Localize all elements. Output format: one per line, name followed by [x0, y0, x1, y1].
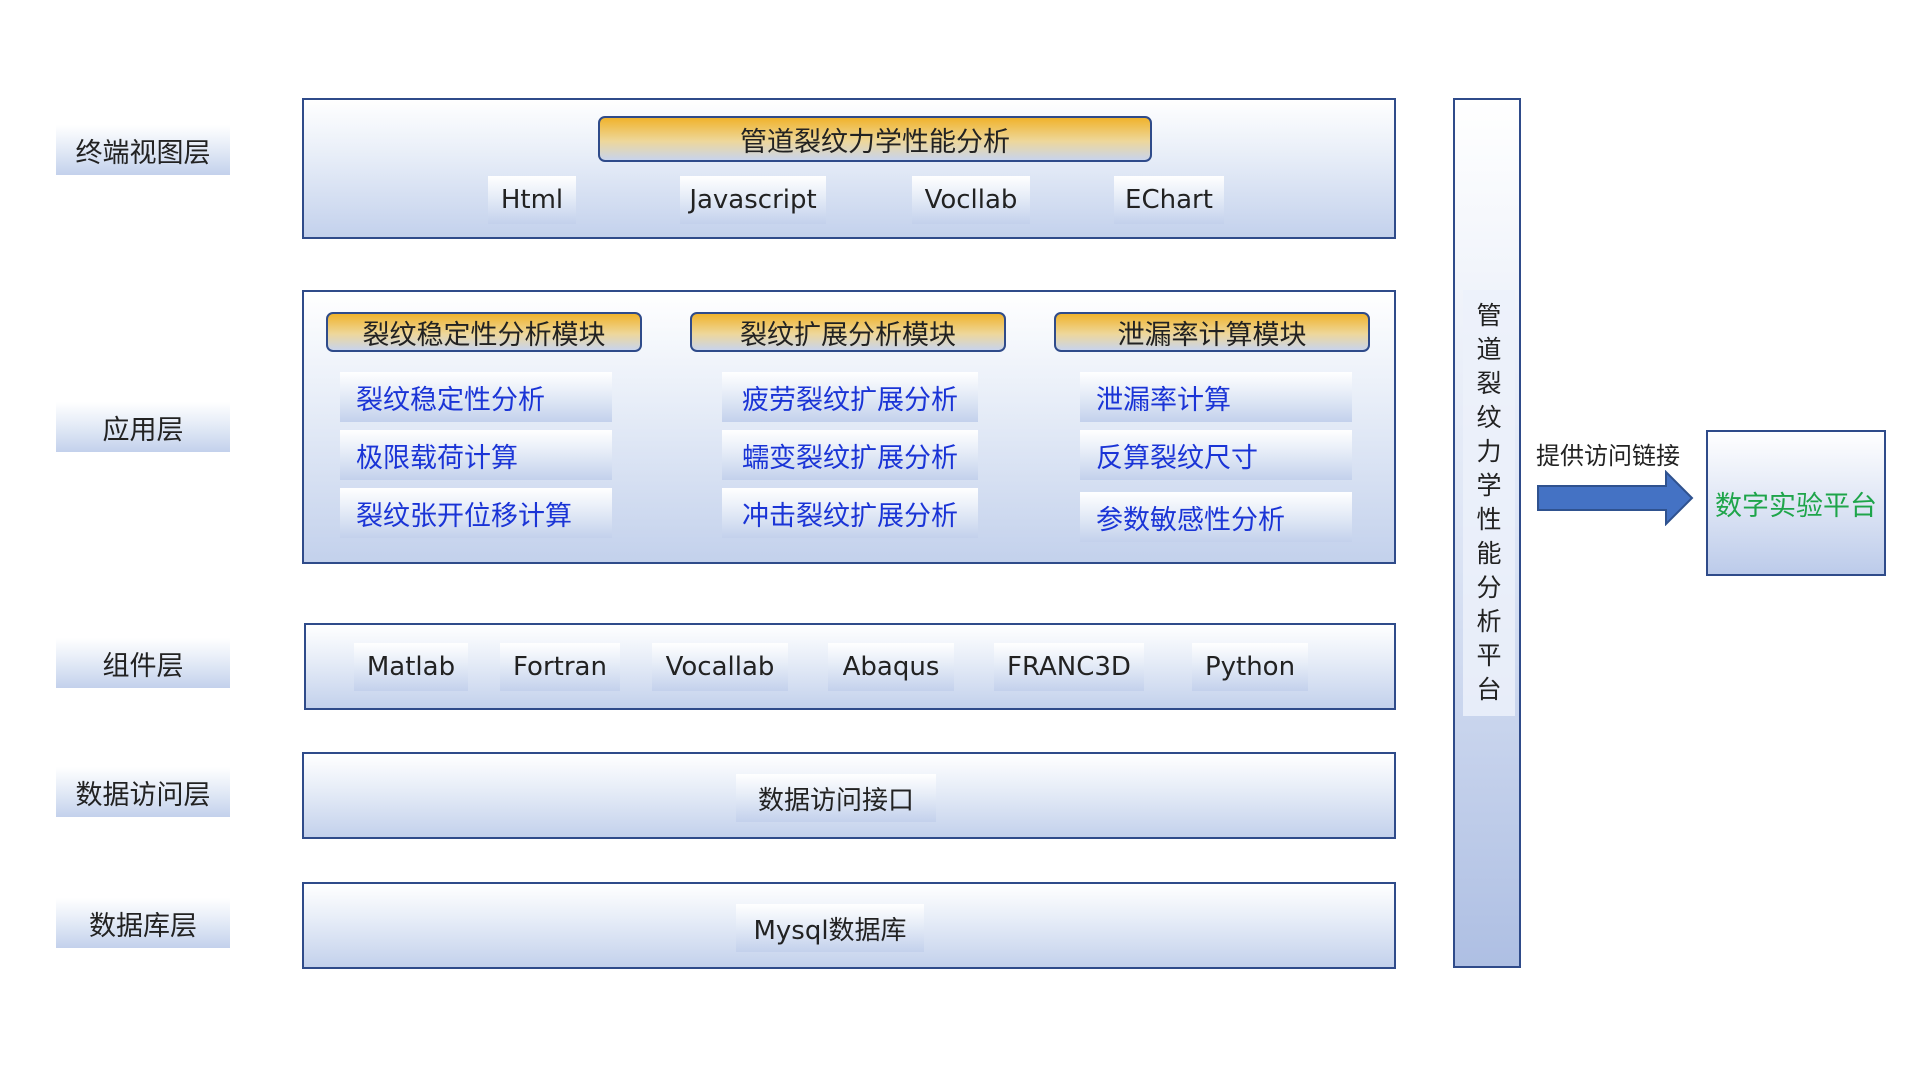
- side-char: 能: [1476, 539, 1502, 568]
- tech-chip-html: Html: [488, 176, 576, 224]
- link-label: 提供访问链接: [1536, 442, 1680, 470]
- layer-label-application: 应用层: [56, 402, 230, 452]
- side-char: 道: [1476, 335, 1502, 364]
- side-char: 学: [1476, 471, 1502, 500]
- module-item-impact: 冲击裂纹扩展分析: [722, 488, 978, 538]
- side-char: 平: [1476, 641, 1502, 670]
- data-access-panel: 数据访问接口: [302, 752, 1396, 839]
- tech-chip-vocllab: Vocllab: [912, 176, 1030, 224]
- tech-chip-echart: EChart: [1114, 176, 1224, 224]
- module-item-creep: 蠕变裂纹扩展分析: [722, 430, 978, 480]
- module-item-fatigue: 疲劳裂纹扩展分析: [722, 372, 978, 422]
- data-access-interface: 数据访问接口: [736, 774, 936, 822]
- layer-label-terminal: 终端视图层: [56, 125, 230, 175]
- module-title-leakage: 泄漏率计算模块: [1054, 312, 1370, 352]
- module-item-leak-rate: 泄漏率计算: [1080, 372, 1352, 422]
- side-char: 纹: [1476, 403, 1502, 432]
- side-platform-bar: 管 道 裂 纹 力 学 性 能 分 析 平 台: [1453, 98, 1521, 968]
- terminal-title: 管道裂纹力学性能分析: [598, 116, 1152, 162]
- side-platform-title: 管 道 裂 纹 力 学 性 能 分 析 平 台: [1463, 290, 1515, 716]
- terminal-panel: 管道裂纹力学性能分析 Html Javascript Vocllab EChar…: [302, 98, 1396, 239]
- side-char: 析: [1476, 607, 1502, 636]
- right-arrow-icon: [1537, 470, 1694, 526]
- component-chip-abaqus: Abaqus: [828, 643, 954, 691]
- application-panel: 裂纹稳定性分析模块 裂纹扩展分析模块 泄漏率计算模块 裂纹稳定性分析 极限载荷计…: [302, 290, 1396, 564]
- side-char: 力: [1476, 437, 1502, 466]
- component-chip-matlab: Matlab: [354, 643, 468, 691]
- digital-experiment-platform: 数字实验平台: [1706, 430, 1886, 576]
- tech-chip-javascript: Javascript: [680, 176, 826, 224]
- module-item-stability-analysis: 裂纹稳定性分析: [340, 372, 612, 422]
- database-mysql: Mysql数据库: [736, 904, 924, 952]
- side-char: 性: [1476, 505, 1502, 534]
- module-item-sensitivity: 参数敏感性分析: [1080, 492, 1352, 542]
- component-chip-python: Python: [1192, 643, 1308, 691]
- layer-label-database: 数据库层: [56, 898, 230, 948]
- module-item-limit-load: 极限载荷计算: [340, 430, 612, 480]
- side-char: 管: [1476, 301, 1502, 330]
- side-char: 分: [1476, 573, 1502, 602]
- side-char: 裂: [1476, 369, 1502, 398]
- component-chip-franc3d: FRANC3D: [994, 643, 1144, 691]
- component-chip-vocallab: Vocallab: [652, 643, 788, 691]
- layer-label-data-access: 数据访问层: [56, 767, 230, 817]
- database-panel: Mysql数据库: [302, 882, 1396, 969]
- layer-label-component: 组件层: [56, 638, 230, 688]
- module-item-inverse-crack-size: 反算裂纹尺寸: [1080, 430, 1352, 480]
- module-item-crack-opening: 裂纹张开位移计算: [340, 488, 612, 538]
- component-chip-fortran: Fortran: [500, 643, 620, 691]
- component-panel: Matlab Fortran Vocallab Abaqus FRANC3D P…: [304, 623, 1396, 710]
- side-char: 台: [1476, 675, 1502, 704]
- module-title-stability: 裂纹稳定性分析模块: [326, 312, 642, 352]
- module-title-propagation: 裂纹扩展分析模块: [690, 312, 1006, 352]
